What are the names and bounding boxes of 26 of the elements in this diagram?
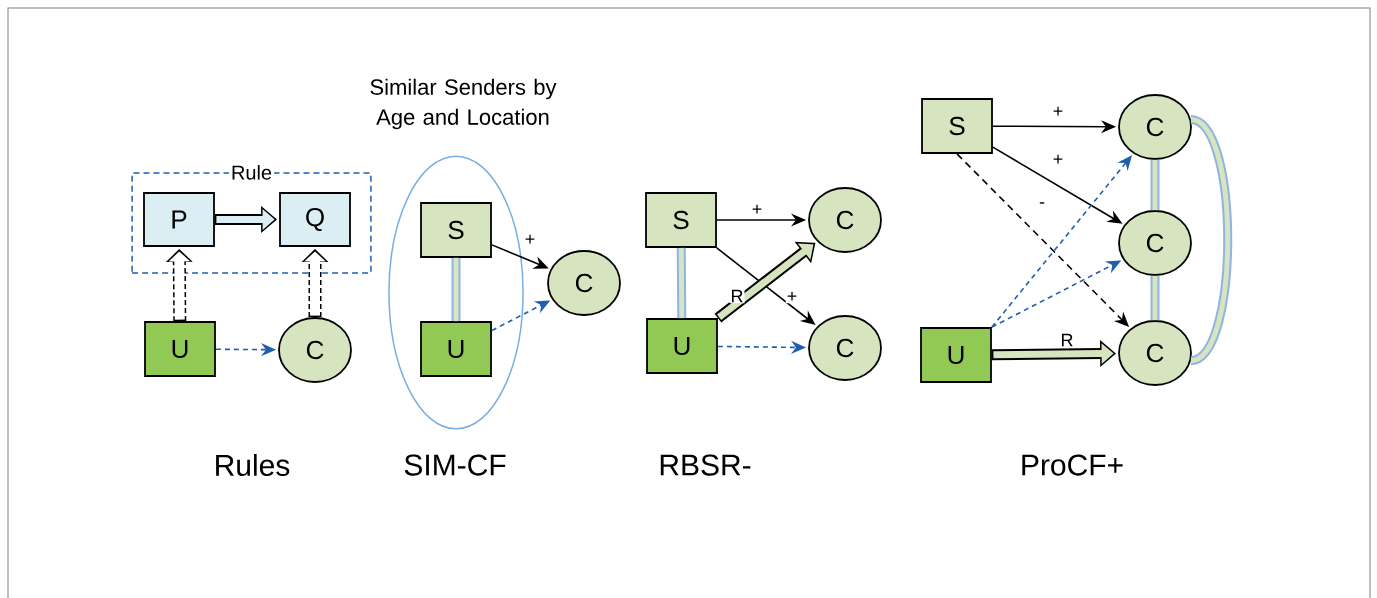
link-band [1189, 115, 1233, 365]
panel-title: Rules [216, 454, 290, 477]
edge-label: R [1059, 332, 1075, 348]
user-box: U [646, 318, 718, 374]
edge-label: + [523, 233, 537, 247]
edge-label: + [750, 203, 764, 217]
edge-label: R [729, 288, 745, 304]
link-band [676, 247, 687, 319]
edge-label: + [1051, 153, 1065, 167]
edge-label: + [785, 290, 799, 304]
sender-box: S [921, 98, 993, 154]
edge-label: - [1038, 201, 1046, 209]
sender-box: S [420, 202, 492, 258]
panel-title: SIM-CF [404, 454, 506, 476]
user-box: U [144, 321, 216, 377]
panel-title: RBSR- [660, 454, 751, 476]
group-heading: Similar Senders by Age and Location [370, 78, 557, 130]
sender-box: S [645, 192, 717, 248]
user-box: U [920, 327, 992, 383]
link-band [1150, 159, 1160, 211]
link-band [451, 257, 461, 322]
link-band [1150, 275, 1160, 321]
edge-label: + [1051, 105, 1065, 119]
group-label: Rule [228, 163, 275, 182]
panel-title: ProCF+ [1022, 454, 1123, 476]
user-box: U [420, 321, 492, 377]
